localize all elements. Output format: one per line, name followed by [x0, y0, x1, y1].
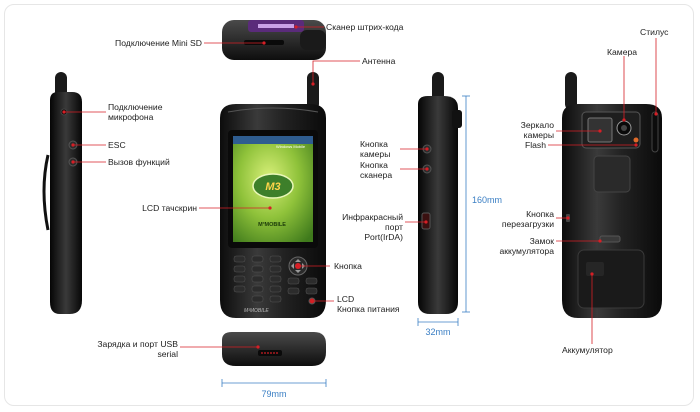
label-func-call: Вызов функций	[108, 157, 170, 167]
label-irda-line2: порт	[385, 222, 403, 232]
label-esc: ESC	[108, 140, 126, 150]
label-irda: Инфракрасный порт Port(IrDA)	[326, 212, 403, 242]
front-brand: M³MOBILE	[244, 308, 269, 314]
label-reset-button-line1: Кнопка	[526, 209, 554, 219]
label-lcd: LCD	[337, 294, 354, 304]
label-camera: Камера	[607, 47, 637, 57]
label-mic: Подключение микрофона	[108, 102, 163, 122]
label-battery: Аккумулятор	[562, 345, 613, 355]
label-irda-line3: Port(IrDA)	[364, 232, 403, 242]
label-power-button: Кнопка питания	[337, 304, 400, 314]
front-view: Windows Mobile M3 M³MOBILE	[220, 72, 326, 318]
left-side-body	[50, 92, 82, 314]
bottom-view	[222, 332, 326, 366]
top-view	[222, 20, 326, 60]
label-battery-lock: Замок аккумулятора	[486, 236, 554, 256]
battery-lock	[600, 236, 620, 242]
windows-mobile-text: Windows Mobile	[276, 144, 306, 149]
screen-brand: M³MOBILE	[258, 221, 286, 228]
dimension-depth: 32mm	[418, 327, 458, 337]
label-mini-sd: Подключение Mini SD	[90, 38, 202, 48]
label-mic-line1: Подключение	[108, 102, 163, 112]
label-battery-lock-line1: Замок	[530, 236, 554, 246]
label-scanner-button-line2: сканера	[360, 170, 392, 180]
label-irda-line1: Инфракрасный	[342, 212, 403, 222]
label-battery-lock-line2: аккумулятора	[499, 246, 554, 256]
label-mic-line2: микрофона	[108, 112, 153, 122]
dimension-width: 79mm	[252, 389, 296, 399]
label-scanner-button: Кнопка сканера	[360, 160, 392, 180]
label-camera-mirror-line1: Зеркало	[521, 120, 554, 130]
label-usb-line1: Зарядка и порт USB	[97, 339, 178, 349]
flash-led	[634, 138, 639, 143]
dimension-height: 160mm	[472, 195, 502, 205]
battery-cover	[578, 250, 644, 308]
label-camera-button: Кнопка камеры	[360, 139, 390, 159]
label-usb: Зарядка и порт USB serial	[72, 339, 178, 359]
bottom-view-body	[222, 332, 326, 366]
label-camera-mirror: Зеркало камеры	[496, 120, 554, 140]
label-camera-mirror-line2: камеры	[524, 130, 554, 140]
label-scanner-button-line1: Кнопка	[360, 160, 388, 170]
label-camera-button-line2: камеры	[360, 149, 390, 159]
label-stylus: Стилус	[640, 27, 668, 37]
label-barcode-scanner: Сканер штрих-кода	[326, 22, 403, 32]
label-antenna: Антенна	[362, 56, 395, 66]
label-nav-button: Кнопка	[334, 261, 362, 271]
left-side-view	[44, 72, 82, 314]
label-flash: Flash	[506, 140, 546, 150]
label-lcd-touchscreen: LCD тачскрин	[110, 203, 197, 213]
label-reset-button-line2: перезагрузки	[502, 219, 554, 229]
stylus-slot	[652, 112, 658, 152]
right-side-view	[418, 72, 462, 314]
label-reset-button: Кнопка перезагрузки	[486, 209, 554, 229]
right-side-body	[418, 96, 458, 314]
label-usb-line2: serial	[157, 349, 178, 359]
back-view	[562, 72, 662, 318]
label-camera-button-line1: Кнопка	[360, 139, 388, 149]
m3-logo-text: M3	[265, 181, 280, 193]
